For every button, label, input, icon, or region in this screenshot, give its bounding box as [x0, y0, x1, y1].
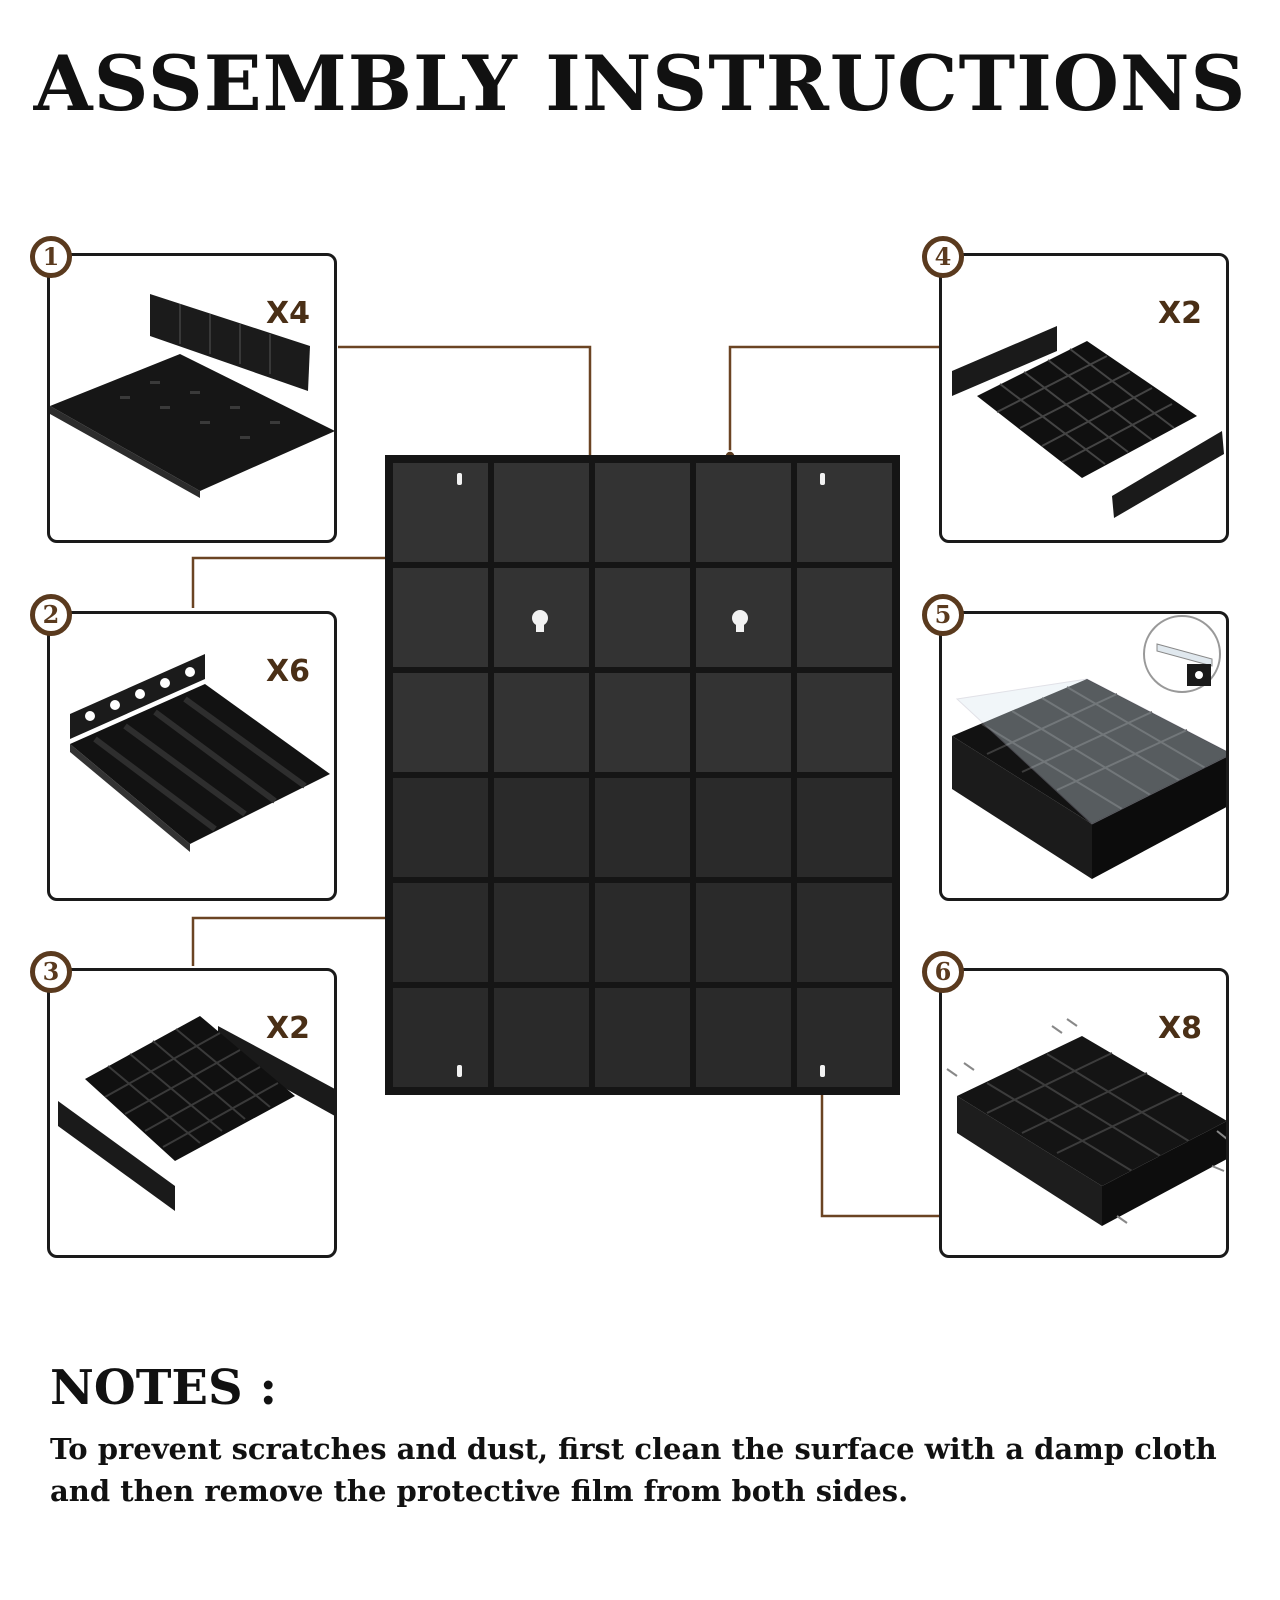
step-6-badge: 6 [922, 951, 964, 993]
cabinet-compartment [494, 778, 589, 877]
mount-slot-icon [820, 1065, 825, 1077]
connector-step-2 [191, 556, 412, 608]
cabinet-compartment [696, 673, 791, 772]
cabinet-compartment [797, 673, 892, 772]
step-1-badge: 1 [30, 236, 72, 278]
step-3-quantity: X2 [265, 1011, 310, 1046]
connector-step-6 [820, 1077, 940, 1218]
step-6-panel: X8 [939, 968, 1229, 1258]
connector-step-4 [728, 345, 940, 456]
cabinet-compartment [696, 778, 791, 877]
cabinet-compartment [696, 988, 791, 1087]
step-6-quantity: X8 [1157, 1011, 1202, 1046]
step-2-panel: X6 [47, 611, 337, 901]
step-5-badge: 5 [922, 594, 964, 636]
cabinet-compartment [393, 568, 488, 667]
acrylic-cover-insertion-illustration [952, 615, 1226, 879]
step-4-quantity: X2 [1157, 296, 1202, 331]
cabinet-compartment [696, 883, 791, 982]
mount-slot-icon [457, 1065, 462, 1077]
cabinet-compartment [393, 673, 488, 772]
cabinet-compartment [797, 988, 892, 1087]
page-title: ASSEMBLY INSTRUCTIONS [33, 39, 1247, 128]
cabinet-compartment [595, 778, 690, 877]
cabinet-compartment [797, 463, 892, 562]
step-3-panel: X2 [47, 968, 337, 1258]
cabinet-illustration [385, 455, 900, 1095]
cabinet-compartment [494, 988, 589, 1087]
cabinet-compartment [797, 883, 892, 982]
mount-slot-icon [457, 473, 462, 485]
step-1-panel: X4 [47, 253, 337, 543]
keyhole-hanger-slot [536, 618, 544, 632]
mount-slot-icon [820, 473, 825, 485]
connector-step-3 [191, 916, 392, 966]
cabinet-compartment [494, 673, 589, 772]
step-3-badge: 3 [30, 951, 72, 993]
cabinet-compartment [393, 463, 488, 562]
cabinet-compartment [393, 988, 488, 1087]
cabinet-compartment [595, 883, 690, 982]
cabinet-compartment [494, 463, 589, 562]
step-5-panel [939, 611, 1229, 901]
step-4-badge: 4 [922, 236, 964, 278]
step-2-badge: 2 [30, 594, 72, 636]
notes-text: To prevent scratches and dust, first cle… [50, 1432, 1217, 1508]
keyhole-hanger-slot [736, 618, 744, 632]
cabinet-compartment [393, 778, 488, 877]
cabinet-compartment [494, 883, 589, 982]
notes-heading: NOTES : [50, 1360, 278, 1416]
screw-fastening-illustration [946, 1018, 1226, 1226]
step-2-quantity: X6 [265, 654, 310, 689]
cabinet-compartment [595, 568, 690, 667]
connector-step-1 [338, 345, 592, 495]
cabinet-compartment [696, 463, 791, 562]
cabinet-compartment [595, 673, 690, 772]
base-plate-and-divider-illustration [50, 294, 334, 498]
shelf-divider-assembly-illustration [70, 654, 330, 852]
frame-and-side-panel-illustration [952, 326, 1224, 518]
cabinet-compartment [595, 988, 690, 1087]
step-4-panel: X2 [939, 253, 1229, 543]
cabinet-compartment [797, 568, 892, 667]
cabinet-compartment [595, 463, 690, 562]
cabinet-compartment [393, 883, 488, 982]
grid-and-side-panels-illustration [58, 1016, 334, 1211]
step-1-quantity: X4 [265, 296, 310, 331]
cabinet-compartment [797, 778, 892, 877]
